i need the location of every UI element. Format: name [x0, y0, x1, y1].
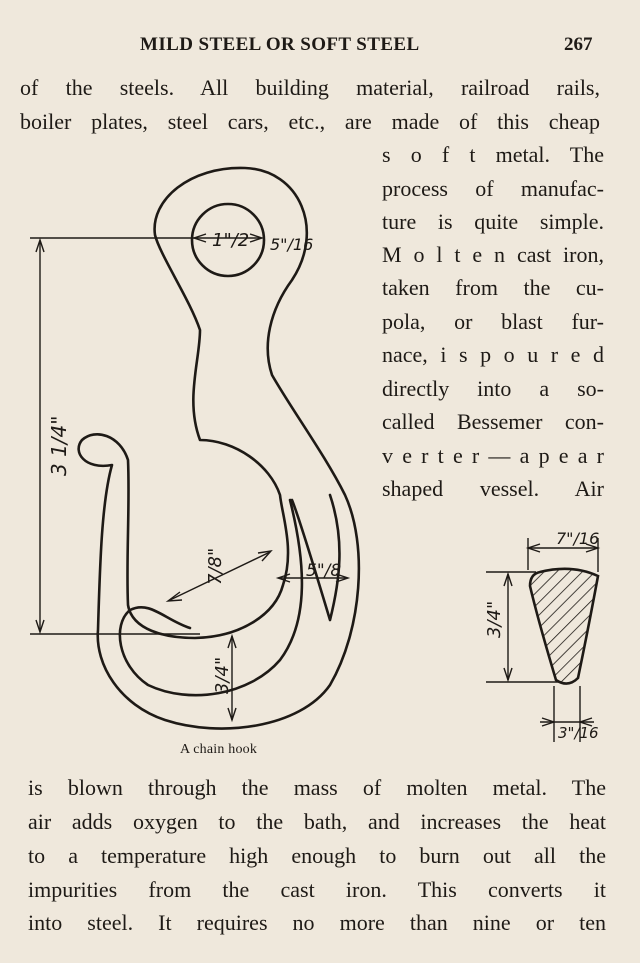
running-head: MILD STEEL OR SOFT STEEL 267 [0, 34, 640, 62]
body-line: is blown through the mass of molten meta… [28, 775, 606, 800]
page-number: 267 [564, 34, 593, 55]
body-line: impurities from the cast iron. This conv… [28, 877, 606, 902]
dim-label-bottom-width: 3"/16 [558, 724, 599, 742]
body-line: boiler plates, steel cars, etc., are mad… [20, 109, 600, 134]
body-line: into steel. It requires no more than nin… [28, 910, 606, 935]
body-line: pola, or blast fur- [382, 309, 604, 334]
hook-eye-hole [190, 202, 266, 278]
chain-hook-drawing: 1"/2 5"/16 3 1/4" 7/8" 5"/8 3/4" [30, 166, 361, 730]
hook-lip-line [290, 493, 341, 622]
dim-line-throat [169, 551, 271, 601]
running-title: MILD STEEL OR SOFT STEEL [140, 34, 420, 55]
dim-label-section-height: 3/4" [484, 601, 505, 638]
dim-label-bottom: 3/4" [212, 657, 233, 694]
body-line: process of manufac- [382, 176, 604, 201]
hook-outer-outline [77, 166, 361, 730]
dim-label-shank: 5"/8 [306, 561, 341, 581]
body-line: called Bessemer con- [382, 409, 604, 434]
dim-label-eye: 1"/2 [212, 230, 249, 251]
section-dimension-labels: 7"/16 3/4" 3"/16 [484, 529, 599, 742]
body-line: nace, i s p o u r e d [382, 342, 604, 367]
body-line: M o l t e n cast iron, [382, 242, 604, 267]
body-line: to a temperature high enough to burn out… [28, 843, 606, 868]
body-line: s o f t metal. The [382, 142, 604, 167]
body-line: taken from the cu- [382, 275, 604, 300]
hook-inner-outline [118, 498, 304, 697]
arrow-up [35, 237, 45, 253]
cross-section-drawing: 7"/16 3/4" 3"/16 [484, 529, 601, 742]
arrow-down [35, 619, 45, 635]
body-line: ture is quite simple. [382, 209, 604, 234]
body-line: shaped vessel. Air [382, 476, 604, 501]
hook-dimension-labels: 1"/2 5"/16 3 1/4" 7/8" 5"/8 3/4" [47, 230, 341, 694]
body-line: directly into a so- [382, 376, 604, 401]
dim-label-throat: 7/8" [205, 548, 226, 585]
dim-label-height: 3 1/4" [47, 416, 71, 476]
figure-caption: A chain hook [180, 742, 258, 757]
dim-label-top-width: 7"/16 [556, 529, 599, 548]
body-line: v e r t e r — a p e a r [382, 443, 604, 468]
body-line: of the steels. All building material, ra… [20, 75, 600, 100]
dim-label-eye-wall: 5"/16 [270, 235, 313, 254]
body-line: air adds oxygen to the bath, and increas… [28, 809, 606, 834]
